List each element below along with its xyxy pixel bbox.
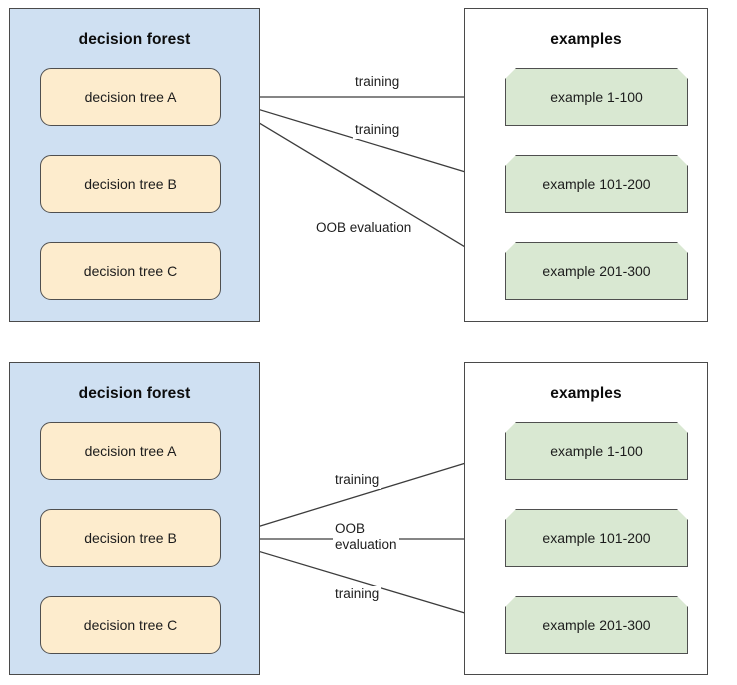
node-label: decision tree C (83, 617, 178, 633)
node-example-101-200-top[interactable]: example 101-200 (505, 155, 688, 213)
node-label: example 101-200 (542, 176, 651, 192)
node-label: example 101-200 (542, 530, 651, 546)
diagram-top: decision forest decision tree A decision… (0, 0, 737, 340)
node-label: decision tree A (84, 443, 177, 459)
edge-label-oob-evaluation-top: OOB evaluation (314, 220, 414, 237)
node-label: decision tree A (84, 89, 177, 105)
node-label: example 1-100 (550, 89, 643, 105)
edge-label-oob-evaluation-bottom: OOB evaluation (333, 521, 399, 554)
node-decision-tree-a-bottom[interactable]: decision tree A (40, 422, 221, 480)
node-label: decision tree B (84, 530, 177, 546)
edge-label-training-2-top: training (353, 122, 402, 139)
edge-label-training-1-top: training (353, 74, 402, 91)
examples-panel-title: examples (550, 31, 622, 48)
node-label: example 201-300 (542, 263, 651, 279)
edge-label-training-2-bottom: training (333, 586, 382, 603)
node-decision-tree-c-top[interactable]: decision tree C (40, 242, 221, 300)
node-decision-tree-a-top[interactable]: decision tree A (40, 68, 221, 126)
node-example-1-100-bottom[interactable]: example 1-100 (505, 422, 688, 480)
node-decision-tree-c-bottom[interactable]: decision tree C (40, 596, 221, 654)
node-decision-tree-b-bottom[interactable]: decision tree B (40, 509, 221, 567)
diagram-bottom: decision forest decision tree A decision… (0, 354, 737, 685)
edge-label-training-1-bottom: training (333, 472, 382, 489)
node-label: example 201-300 (542, 617, 651, 633)
node-label: example 1-100 (550, 443, 643, 459)
node-example-201-300-bottom[interactable]: example 201-300 (505, 596, 688, 654)
node-example-101-200-bottom[interactable]: example 101-200 (505, 509, 688, 567)
forest-panel-title: decision forest (78, 385, 191, 402)
node-example-1-100-top[interactable]: example 1-100 (505, 68, 688, 126)
node-label: decision tree C (83, 263, 178, 279)
node-decision-tree-b-top[interactable]: decision tree B (40, 155, 221, 213)
node-label: decision tree B (84, 176, 177, 192)
forest-panel-title: decision forest (78, 31, 191, 48)
node-example-201-300-top[interactable]: example 201-300 (505, 242, 688, 300)
edge-line-top-1 (220, 97, 506, 185)
examples-panel-title: examples (550, 385, 622, 402)
